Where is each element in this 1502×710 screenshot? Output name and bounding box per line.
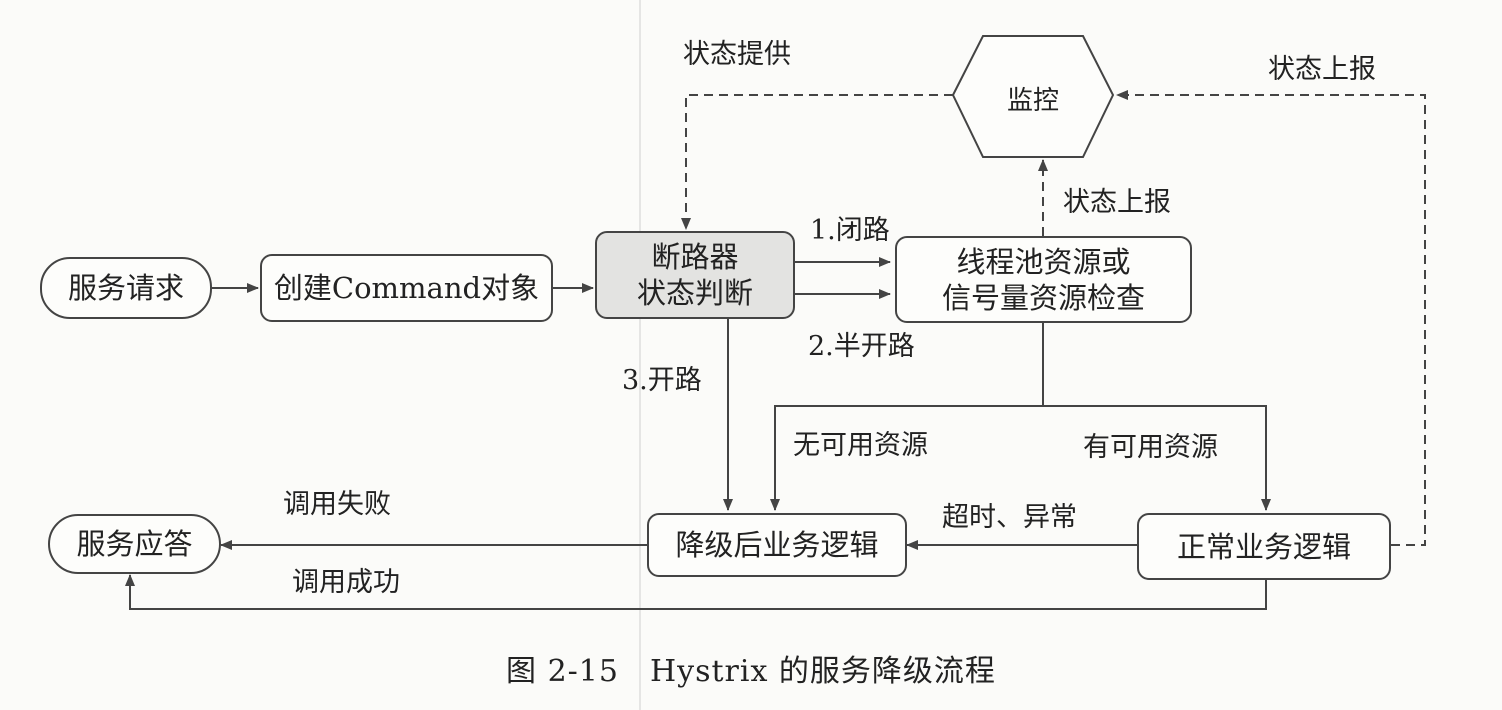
figure-caption: 图 2-15 Hystrix 的服务降级流程: [506, 654, 996, 689]
open-label: 3.开路: [622, 365, 702, 396]
breaker-label-line2: 状态判断: [636, 276, 753, 310]
edge-state-provide: [681, 94, 953, 230]
state-report-right-label: 状态上报: [1268, 54, 1376, 85]
normal-logic-label: 正常业务逻辑: [1176, 529, 1351, 564]
service-response-label: 服务应答: [76, 527, 193, 561]
no-resource-label: 无可用资源: [793, 430, 928, 461]
resource-check-label-line2: 信号量资源检查: [941, 280, 1145, 315]
service-response-node: 服务应答: [48, 514, 221, 574]
edge-no-resource: [770, 405, 1043, 511]
fallback-logic-node: 降级后业务逻辑: [647, 513, 907, 577]
monitor-label: 监控: [1006, 86, 1059, 116]
breaker-label-line1: 断路器: [651, 240, 739, 274]
fallback-logic-label: 降级后业务逻辑: [675, 528, 879, 562]
has-resource-label: 有可用资源: [1083, 432, 1218, 463]
edge-has-resource: [1043, 405, 1271, 511]
resource-check-label-line1: 线程池资源或: [956, 244, 1131, 279]
state-report-mid-label: 状态上报: [1063, 187, 1171, 218]
circuit-breaker-node: 断路器 状态判断: [595, 231, 795, 319]
half-open-label: 2.半开路: [808, 331, 915, 362]
create-command-label: 创建Command对象: [273, 271, 540, 305]
resource-check-node: 线程池资源或 信号量资源检查: [895, 236, 1192, 323]
state-provide-label: 状态提供: [683, 39, 791, 70]
service-request-label: 服务请求: [67, 271, 184, 305]
call-success-label: 调用成功: [292, 567, 400, 598]
normal-logic-node: 正常业务逻辑: [1137, 513, 1391, 580]
timeout-label: 超时、异常: [942, 502, 1077, 533]
create-command-node: 创建Command对象: [260, 254, 553, 322]
monitor-hexagon: [951, 35, 1115, 158]
closed-label: 1.闭路: [810, 215, 890, 246]
edge-call-success: [125, 574, 1267, 610]
edge-normal-report: [1116, 90, 1426, 546]
service-request-node: 服务请求: [40, 257, 212, 319]
call-fail-label: 调用失败: [283, 489, 391, 520]
